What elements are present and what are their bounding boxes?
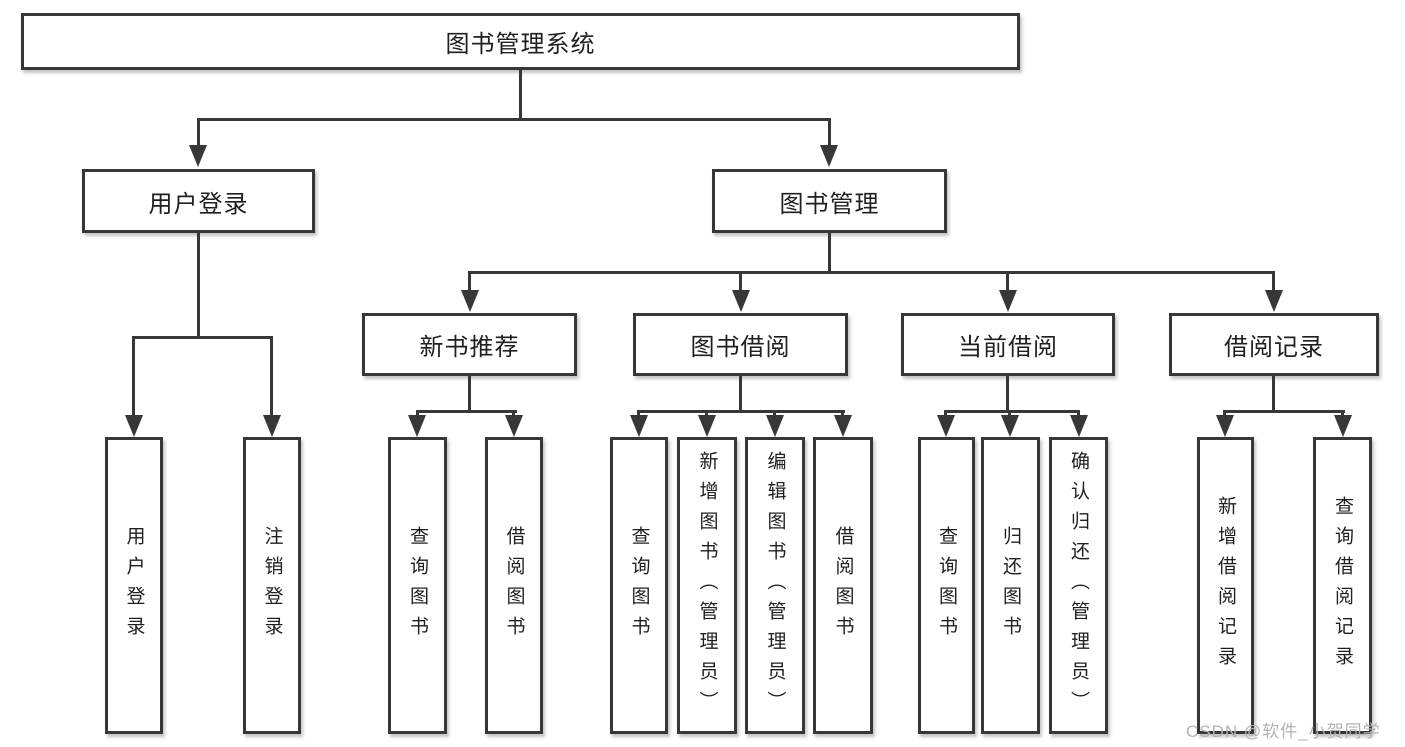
leaf-add-borrow-record: 新增借阅记录: [1197, 437, 1254, 734]
leaf-query-books-borrowing-label: 查询图书: [628, 525, 650, 646]
leaf-query-books-current: 查询图书: [918, 437, 975, 734]
connector: [1006, 376, 1009, 410]
connector: [512, 410, 515, 418]
connector: [944, 410, 947, 418]
connector: [828, 118, 831, 148]
arrowhead-down-icon: [1265, 290, 1283, 312]
arrowhead-down-icon: [834, 415, 852, 437]
connector: [1223, 410, 1345, 413]
leaf-borrow-books: 借阅图书: [813, 437, 873, 734]
leaf-confirm-return-admin-label: 确认归还（管理员）: [1068, 450, 1089, 721]
connector: [468, 271, 471, 293]
connector: [132, 336, 135, 418]
arrowhead-down-icon: [732, 290, 750, 312]
connector: [637, 410, 640, 418]
connector: [197, 118, 831, 121]
leaf-user-login-label: 用户登录: [123, 525, 145, 646]
connector: [773, 410, 776, 418]
connector: [1077, 410, 1080, 418]
leaf-add-books-admin: 新增图书（管理员）: [677, 437, 737, 734]
leaf-query-books-current-label: 查询图书: [936, 525, 957, 646]
node-new-book-recommend: 新书推荐: [362, 313, 577, 376]
node-current-borrowing-label: 当前借阅: [958, 334, 1058, 361]
arrowhead-down-icon: [630, 415, 648, 437]
leaf-query-books-borrowing: 查询图书: [610, 437, 668, 734]
connector: [468, 376, 471, 410]
leaf-query-books-recommend: 查询图书: [388, 437, 447, 734]
connector: [1006, 271, 1009, 293]
leaf-return-books: 归还图书: [981, 437, 1040, 734]
connector: [1223, 410, 1226, 418]
connector: [416, 410, 419, 418]
leaf-query-books-recommend-label: 查询图书: [407, 525, 428, 646]
arrowhead-down-icon: [125, 415, 143, 437]
node-current-borrowing: 当前借阅: [901, 313, 1115, 376]
leaf-edit-books-admin: 编辑图书（管理员）: [745, 437, 805, 734]
leaf-borrow-books-label: 借阅图书: [832, 525, 854, 646]
leaf-logout-label: 注销登录: [261, 525, 283, 646]
leaf-query-borrow-record: 查询借阅记录: [1313, 437, 1372, 734]
node-root: 图书管理系统: [21, 13, 1020, 70]
arrowhead-down-icon: [408, 415, 426, 437]
leaf-add-books-admin-label: 新增图书（管理员）: [696, 450, 718, 721]
arrowhead-down-icon: [766, 415, 784, 437]
connector: [416, 410, 517, 413]
node-user-login-label: 用户登录: [148, 190, 249, 218]
connector: [637, 410, 845, 413]
connector: [1272, 271, 1275, 293]
leaf-edit-books-admin-label: 编辑图书（管理员）: [764, 450, 786, 721]
arrowhead-down-icon: [263, 415, 281, 437]
arrowhead-down-icon: [1216, 415, 1234, 437]
connector: [270, 336, 273, 418]
node-user-login: 用户登录: [82, 169, 315, 233]
leaf-query-borrow-record-label: 查询借阅记录: [1332, 495, 1353, 676]
node-book-borrowing-label: 图书借阅: [690, 334, 791, 361]
leaf-add-borrow-record-label: 新增借阅记录: [1215, 495, 1236, 676]
connector: [519, 70, 522, 118]
arrowhead-down-icon: [1334, 415, 1352, 437]
leaf-return-books-label: 归还图书: [1000, 525, 1021, 646]
connector: [1341, 410, 1344, 418]
node-borrow-records: 借阅记录: [1169, 313, 1379, 376]
arrowhead-down-icon: [461, 290, 479, 312]
arrowhead-down-icon: [189, 145, 207, 167]
arrowhead-down-icon: [698, 415, 716, 437]
connector: [944, 410, 1080, 413]
arrowhead-down-icon: [999, 290, 1017, 312]
node-book-borrowing: 图书借阅: [633, 313, 848, 376]
connector: [468, 271, 1275, 274]
node-book-management: 图书管理: [712, 169, 947, 233]
connector: [705, 410, 708, 418]
node-new-book-recommend-label: 新书推荐: [419, 334, 520, 361]
connector: [132, 336, 273, 339]
leaf-user-login: 用户登录: [105, 437, 163, 734]
arrowhead-down-icon: [820, 145, 838, 167]
arrowhead-down-icon: [1001, 415, 1019, 437]
csdn-watermark: CSDN @软件_小贺同学: [1186, 722, 1381, 741]
connector: [1272, 376, 1275, 410]
node-book-management-label: 图书管理: [779, 190, 880, 218]
leaf-borrow-books-recommend: 借阅图书: [485, 437, 543, 734]
arrowhead-down-icon: [1070, 415, 1088, 437]
leaf-logout: 注销登录: [243, 437, 301, 734]
connector: [828, 233, 831, 271]
connector: [841, 410, 844, 418]
arrowhead-down-icon: [937, 415, 955, 437]
connector: [739, 271, 742, 293]
node-borrow-records-label: 借阅记录: [1224, 334, 1324, 361]
arrowhead-down-icon: [505, 415, 523, 437]
connector: [197, 118, 200, 148]
connector: [197, 233, 200, 336]
connector: [1008, 410, 1011, 418]
node-root-label: 图书管理系统: [445, 31, 596, 58]
leaf-confirm-return-admin: 确认归还（管理员）: [1049, 437, 1108, 734]
leaf-borrow-books-recommend-label: 借阅图书: [503, 525, 525, 646]
connector: [739, 376, 742, 410]
